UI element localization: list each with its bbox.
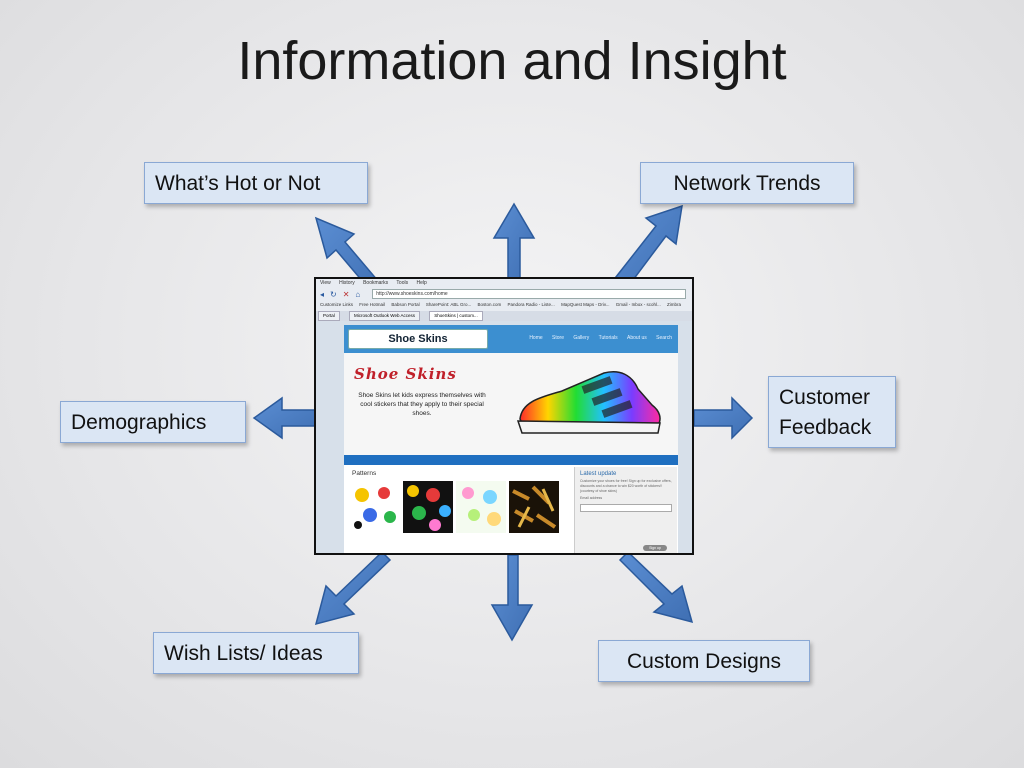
site-logo: Shoe Skins — [348, 329, 488, 349]
arrow-down — [490, 554, 534, 642]
menu-tools: Tools — [396, 280, 409, 286]
menu-view: View — [320, 280, 331, 286]
update-label: Latest update — [580, 471, 617, 477]
browser-tab: Microsoft Outlook Web Access — [349, 311, 420, 321]
browser-tabbar: Portal Microsoft Outlook Web Access Shoe… — [316, 311, 692, 321]
arrow-lower-left — [314, 550, 392, 626]
pattern-tile — [456, 481, 506, 533]
box-network-trends: Network Trends — [640, 162, 854, 204]
arrow-lower-right — [618, 550, 694, 624]
bookmark: Customize Links — [320, 302, 354, 307]
arrow-right — [693, 396, 754, 440]
nav-store: Store — [552, 335, 564, 341]
site-nav: Home Store Gallery Tutorials About us Se… — [521, 335, 672, 341]
reload-icon: ↻ — [330, 289, 337, 299]
bookmark: MapQuest Maps - Driv... — [561, 302, 610, 307]
bookmark: Pandora Radio - Liste... — [507, 302, 555, 307]
box-demographics: Demographics — [60, 401, 246, 443]
nav-search: Search — [656, 335, 672, 341]
site-header: Shoe Skins Home Store Gallery Tutorials … — [344, 325, 678, 353]
bookmark: Zimbra — [667, 302, 682, 307]
pattern-tile — [350, 481, 400, 533]
browser-menubar: View History Bookmarks Tools Help — [316, 279, 692, 288]
rainbow-shoe-image — [516, 371, 661, 434]
menu-history: History — [339, 280, 355, 286]
nav-gallery: Gallery — [573, 335, 590, 341]
nav-tutorials: Tutorials — [598, 335, 618, 341]
menu-bookmarks: Bookmarks — [363, 280, 389, 286]
slide-title: Information and Insight — [237, 31, 787, 91]
home-icon: ⌂ — [355, 289, 361, 299]
browser-navbar: ◂ ↻ ✕ ⌂ http://www.shoeskins.com/home — [316, 288, 692, 300]
box-wish-lists-ideas: Wish Lists/ Ideas — [153, 632, 359, 674]
update-text: Customize your shoes for free! Sign up f… — [580, 479, 672, 493]
browser-tab-active: ShoeSkins | custom... — [429, 311, 483, 321]
nav-about: About us — [627, 335, 647, 341]
bookmark: SharePoint: ABL Gro... — [425, 302, 472, 307]
arrow-up — [492, 202, 536, 281]
bookmark: Gmail - Inbox - scohl... — [615, 302, 661, 307]
patterns-label: Patterns — [352, 470, 377, 477]
hero-logo: Shoe Skins — [354, 365, 457, 383]
arrow-left — [252, 396, 319, 440]
browser-tab: Portal — [318, 311, 340, 321]
bookmark: Free Hotmail — [359, 302, 386, 307]
website-screenshot: View History Bookmarks Tools Help ◂ ↻ ✕ … — [314, 277, 694, 555]
stop-icon: ✕ — [342, 289, 350, 299]
box-customer-feedback: Customer Feedback — [768, 376, 896, 448]
back-icon: ◂ — [320, 289, 325, 299]
hero-text: Shoe Skins let kids express themselves w… — [358, 392, 486, 417]
email-label: Email address — [580, 496, 603, 500]
box-custom-designs: Custom Designs — [598, 640, 810, 682]
website-page: Shoe Skins Home Store Gallery Tutorials … — [316, 321, 692, 553]
email-input — [580, 504, 672, 512]
url-bar: http://www.shoeskins.com/home — [372, 289, 686, 299]
pattern-tiles — [350, 481, 559, 533]
menu-help: Help — [416, 280, 427, 286]
bookmark: Boston.com — [477, 302, 502, 307]
signup-button: Sign up — [643, 545, 667, 551]
latest-update-panel: Latest update Customize your shoes for f… — [574, 467, 677, 553]
pattern-tile — [509, 481, 559, 533]
website-content: Shoe Skins Home Store Gallery Tutorials … — [344, 325, 678, 553]
bookmarks-bar: Customize Links Free Hotmail Babson Port… — [316, 300, 692, 310]
bookmark: Babson Portal — [391, 302, 420, 307]
patterns-panel: Patterns — [346, 467, 570, 553]
box-whats-hot-or-not: What’s Hot or Not — [144, 162, 368, 204]
site-hero: Shoe Skins Shoe Skins let kids express t… — [344, 353, 678, 465]
pattern-tile — [403, 481, 453, 533]
nav-home: Home — [529, 335, 543, 341]
